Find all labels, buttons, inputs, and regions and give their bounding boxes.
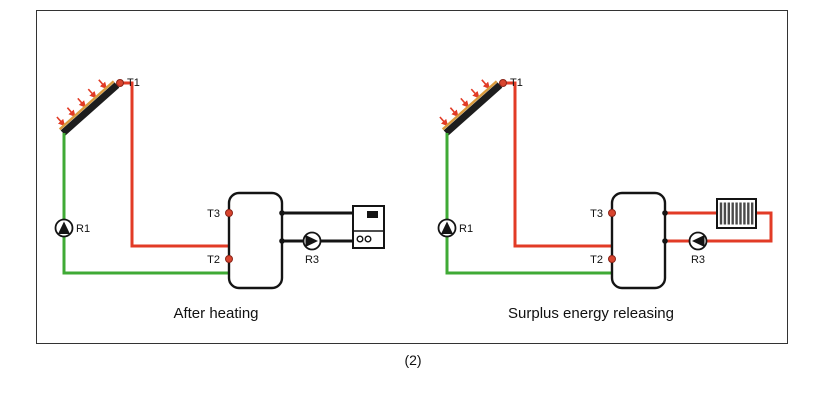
- diagram-surplus-energy-releasing: T1 R1 T3 T2 R3 Surplus energy releasing: [437, 77, 773, 322]
- sensor-t2-dot: [225, 255, 233, 263]
- pipe-joint-dot: [279, 210, 285, 216]
- sensor-t3-dot: [608, 209, 616, 217]
- label-t3: T3: [207, 208, 220, 220]
- pipe-joint-dot: [662, 238, 668, 244]
- figure-label: (2): [404, 352, 422, 368]
- label-t1: T1: [127, 77, 140, 89]
- diagram-after-heating: T1 R1 T3 T2 R3 After heating: [54, 77, 385, 322]
- pump-r1: [54, 218, 74, 238]
- label-t2: T2: [207, 254, 220, 266]
- label-r3: R3: [691, 254, 705, 266]
- caption-surplus-energy-releasing: Surplus energy releasing: [508, 305, 674, 322]
- sensor-t2-dot: [608, 255, 616, 263]
- pipe-joint-dot: [662, 210, 668, 216]
- boiler-icon: [352, 205, 385, 249]
- solar-collector: [441, 80, 503, 136]
- label-t2: T2: [590, 254, 603, 266]
- pump-r3: [688, 231, 708, 251]
- pipe-hot-supply: [503, 81, 612, 248]
- label-r1: R1: [459, 223, 473, 235]
- label-t1: T1: [510, 77, 523, 89]
- pump-r1: [437, 218, 457, 238]
- sensor-t3-dot: [225, 209, 233, 217]
- sun-rays-icon: [439, 79, 491, 127]
- storage-tank: [610, 191, 667, 290]
- solar-collector: [58, 80, 120, 136]
- sun-rays-icon: [56, 79, 108, 127]
- pipe-joint-dot: [279, 238, 285, 244]
- caption-after-heating: After heating: [173, 305, 258, 322]
- radiator-icon: [716, 198, 757, 229]
- label-t3: T3: [590, 208, 603, 220]
- sensor-t1-dot: [499, 79, 507, 87]
- sensor-t1-dot: [116, 79, 124, 87]
- storage-tank: [227, 191, 284, 290]
- label-r3: R3: [305, 254, 319, 266]
- pump-r3: [302, 231, 322, 251]
- diagram-frame: T1 R1 T3 T2 R3 After heating: [36, 10, 788, 344]
- pipe-cold-return: [62, 133, 229, 275]
- pipe-hot-supply: [120, 81, 229, 248]
- pipe-cold-return: [445, 133, 612, 275]
- label-r1: R1: [76, 223, 90, 235]
